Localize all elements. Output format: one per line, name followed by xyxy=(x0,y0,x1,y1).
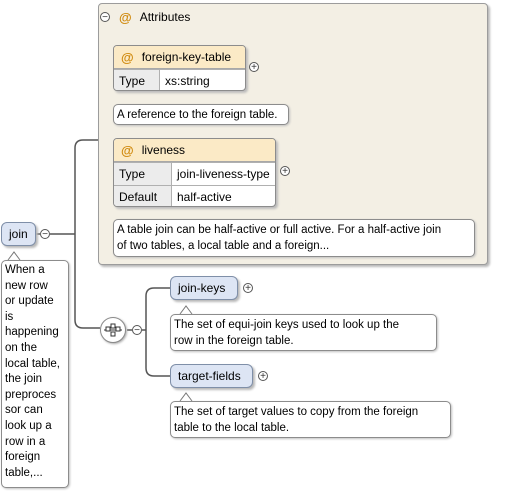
sequence-compositor[interactable] xyxy=(100,317,126,343)
note-line: table,... xyxy=(5,466,43,479)
attribute-note: A table join can be half-active or full … xyxy=(113,219,475,257)
attributes-group-header: − @ Attributes xyxy=(100,8,190,26)
at-symbol-icon: @ xyxy=(121,142,134,158)
note-line: sor can xyxy=(5,404,43,417)
attribute-note: A reference to the foreign table. xyxy=(113,104,289,125)
plus-circle-icon[interactable]: + xyxy=(243,283,253,294)
note-line: When a xyxy=(5,264,45,276)
note-line: is xyxy=(5,310,14,323)
minus-circle-icon[interactable]: − xyxy=(132,325,142,336)
element-name: target-fields xyxy=(178,369,241,383)
attribute-row-type: Type xs:string xyxy=(114,69,245,90)
element-join[interactable]: join xyxy=(1,222,36,246)
attribute-row-key: Type xyxy=(114,163,172,185)
attribute-row-default: Default half-active xyxy=(114,185,275,206)
note-line: foreign xyxy=(5,451,41,464)
plus-circle-icon[interactable]: + xyxy=(280,166,290,177)
attribute-liveness[interactable]: @ liveness Type join-liveness-type Defau… xyxy=(113,138,276,207)
note-line: A table join can be half-active or full … xyxy=(117,224,442,236)
element-name: join xyxy=(9,227,28,241)
note-line: The set of target values to copy from th… xyxy=(174,406,419,418)
minus-circle-icon[interactable]: − xyxy=(100,12,110,23)
note-line: table to the local table. xyxy=(174,422,290,434)
note-line: look up a xyxy=(5,419,52,432)
note-line: of two tables, a local table and a forei… xyxy=(117,240,330,252)
attributes-group-title: Attributes xyxy=(139,10,191,24)
element-note: The set of target values to copy from th… xyxy=(170,401,451,438)
sequence-compositor-icon xyxy=(104,323,122,337)
note-line: new row xyxy=(5,279,48,292)
root-note: When a new row or update is happening on… xyxy=(1,260,69,488)
note-line: happening xyxy=(5,326,59,339)
attribute-foreign-key-table[interactable]: @ foreign-key-table Type xs:string xyxy=(113,45,246,91)
attribute-header: @ liveness xyxy=(114,139,275,162)
attribute-row-key: Type xyxy=(114,70,160,90)
attribute-name: liveness xyxy=(141,143,186,157)
element-join-keys[interactable]: join-keys xyxy=(170,276,238,300)
attribute-row-type: Type join-liveness-type xyxy=(114,162,275,185)
note-line: row in a xyxy=(5,435,46,448)
element-note: The set of equi-join keys used to look u… xyxy=(170,314,437,351)
note-line: The set of equi-join keys used to look u… xyxy=(174,319,400,331)
minus-circle-icon[interactable]: − xyxy=(40,229,50,240)
note-line: preproces xyxy=(5,388,57,401)
attribute-row-value: half-active xyxy=(177,190,232,204)
attribute-name: foreign-key-table xyxy=(141,50,232,64)
note-line: the join xyxy=(5,373,43,386)
attribute-header: @ foreign-key-table xyxy=(114,46,245,69)
attribute-row-value: join-liveness-type xyxy=(177,167,270,181)
note-line: row in the foreign table. xyxy=(174,335,294,347)
attribute-row-value: xs:string xyxy=(165,74,210,88)
at-symbol-icon: @ xyxy=(121,49,134,65)
note-line: or update xyxy=(5,295,54,308)
plus-circle-icon[interactable]: + xyxy=(249,62,259,73)
plus-circle-icon[interactable]: + xyxy=(258,371,268,382)
note-line: on the xyxy=(5,341,37,354)
element-target-fields[interactable]: target-fields xyxy=(170,364,253,388)
attribute-row-key: Default xyxy=(114,186,172,206)
element-name: join-keys xyxy=(178,281,226,295)
at-symbol-icon: @ xyxy=(119,9,132,25)
note-line: local table, xyxy=(5,357,60,370)
